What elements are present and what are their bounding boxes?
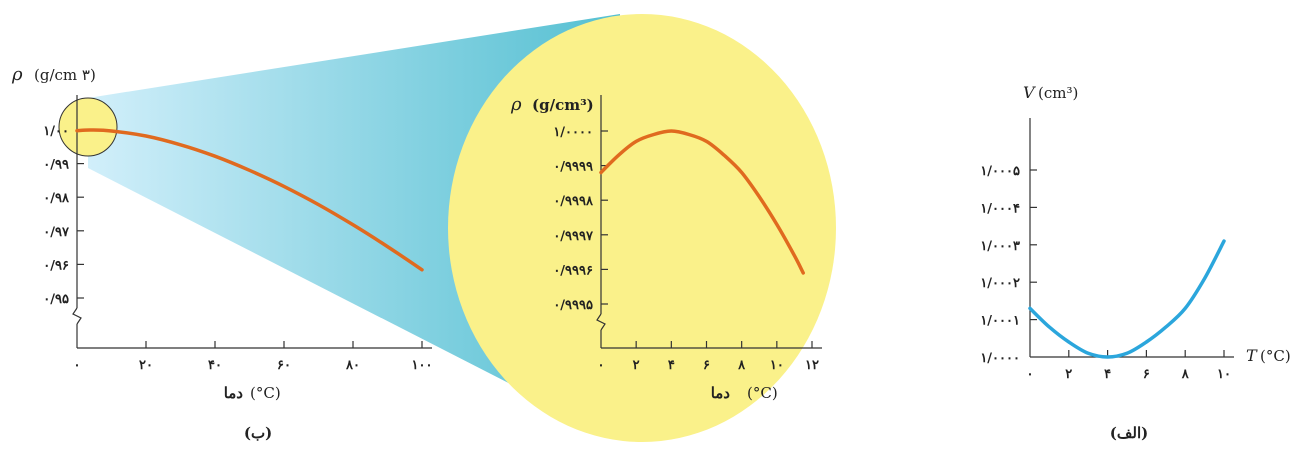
zoom-series-line xyxy=(599,129,805,275)
zoom-x-tick-label: ۶ xyxy=(703,358,710,373)
volume-axes xyxy=(1029,118,1234,358)
volume-y-tick-label: ۱/۰۰۰۱ xyxy=(980,314,1020,329)
density-x-tick-label: ۲۰ xyxy=(139,358,153,373)
density-y-tick-label: ۰/۹۷ xyxy=(43,225,70,240)
volume-xlabel-symbol: T xyxy=(1246,346,1258,365)
density-x-tick-label: ۶۰ xyxy=(277,358,291,373)
density-chart: ۰ ۲۰ ۴۰ ۶۰ ۸۰ ۱۰۰ ۰/۹۵ ۰/۹۶ ۰/۹۷ ۰/۹۸ ۰/۹۹ ۱/۰۰ ρ (… xyxy=(11,64,432,442)
density-x-tick-label: ۸۰ xyxy=(345,358,360,373)
density-xlabel: دما xyxy=(224,384,244,402)
volume-ticks: ۰ ۲ ۴ ۶ ۸ ۱۰ ۱/۰۰۰۰ ۱/۰۰۰۱ ۱/۰۰۰۲ ۱/۰۰۰۳ ۱/۰۰۰۴ ۱/۰… xyxy=(980,164,1231,382)
density-y-tick-label: ۰/۹۹ xyxy=(43,158,69,173)
density-ylabel-unit: (g/cm ۳) xyxy=(34,66,96,84)
density-y-tick-label: ۰/۹۵ xyxy=(43,292,69,307)
zoom-circle xyxy=(448,14,836,442)
volume-x-tick-label: ۱۰ xyxy=(1217,367,1231,382)
density-axis-break xyxy=(72,307,82,325)
density-ticks: ۰ ۲۰ ۴۰ ۶۰ ۸۰ ۱۰۰ ۰/۹۵ ۰/۹۶ ۰/۹۷ ۰/۹۸ ۰/۹۹ ۱/۰۰ xyxy=(43,124,432,373)
zoom-y-tick-label: ۰/۹۹۹۸ xyxy=(553,194,594,209)
volume-y-tick-label: ۱/۰۰۰۲ xyxy=(980,276,1020,291)
volume-x-tick-label: ۶ xyxy=(1143,367,1150,382)
volume-chart: ۰ ۲ ۴ ۶ ۸ ۱۰ ۱/۰۰۰۰ ۱/۰۰۰۱ ۱/۰۰۰۲ ۱/۰۰۰۳ ۱/۰۰۰۴ ۱/۰… xyxy=(980,83,1290,442)
zoom-ylabel-unit: (g/cm³) xyxy=(532,96,594,114)
zoom-y-tick-label: ۰/۹۹۹۶ xyxy=(553,263,593,278)
zoom-x-tick-label: ۰ xyxy=(598,358,605,373)
volume-x-tick-label: ۴ xyxy=(1104,367,1111,382)
density-y-tick-label: ۰/۹۸ xyxy=(43,191,70,206)
volume-y-tick-label: ۱/۰۰۰۳ xyxy=(980,239,1020,254)
zoom-x-tick-label: ۴ xyxy=(668,358,675,373)
volume-ylabel-symbol: V xyxy=(1023,83,1036,102)
panel-a-label: (الف) xyxy=(1110,424,1148,442)
density-x-tick-label: ۴۰ xyxy=(208,358,222,373)
volume-ylabel-unit: (cm³) xyxy=(1038,84,1078,102)
panel-b-label: (ب) xyxy=(244,424,272,442)
zoom-ticks: ۰ ۲ ۴ ۶ ۸ ۱۰ ۱۲ ۰/۹۹۹۵ ۰/۹۹۹۶ ۰/۹۹۹۷ ۰/۹۹۹۸ ۰/۹۹۹۹ ۱… xyxy=(553,125,819,373)
zoom-x-tick-label: ۲ xyxy=(633,358,640,373)
zoom-axis-break xyxy=(596,313,606,331)
density-xlabel-unit: (°C) xyxy=(250,384,281,402)
volume-y-tick-label: ۱/۰۰۰۵ xyxy=(980,164,1020,179)
zoom-y-tick-label: ۰/۹۹۹۵ xyxy=(553,298,593,313)
density-y-tick-label: ۱/۰۰ xyxy=(43,124,69,139)
volume-xlabel-unit: (°C) xyxy=(1260,347,1291,365)
density-x-tick-label: ۱۰۰ xyxy=(412,358,433,373)
density-x-tick-label: ۰ xyxy=(74,358,81,373)
density-zoom-chart: ۰ ۲ ۴ ۶ ۸ ۱۰ ۱۲ ۰/۹۹۹۵ ۰/۹۹۹۶ ۰/۹۹۹۷ ۰/۹۹۹۸ ۰/۹۹۹۹ ۱… xyxy=(510,94,822,402)
small-zoom-circle xyxy=(58,97,118,157)
zoom-y-tick-label: ۰/۹۹۹۹ xyxy=(553,160,593,175)
zoom-y-tick-label: ۱/۰۰۰۰ xyxy=(553,125,593,140)
zoom-x-tick-label: ۱۲ xyxy=(805,358,819,373)
zoom-xlabel: دما xyxy=(711,384,731,402)
volume-x-tick-label: ۰ xyxy=(1027,367,1034,382)
zoom-xlabel-unit: (°C) xyxy=(747,384,778,402)
volume-x-tick-label: ۸ xyxy=(1181,367,1190,382)
zoom-ylabel-symbol: ρ xyxy=(510,94,522,115)
density-y-tick-label: ۰/۹۶ xyxy=(43,258,69,273)
volume-series-line xyxy=(1028,239,1226,359)
density-series-line xyxy=(75,128,424,272)
zoom-x-tick-label: ۱۰ xyxy=(770,358,784,373)
zoom-y-tick-label: ۰/۹۹۹۷ xyxy=(553,229,594,244)
volume-y-tick-label: ۱/۰۰۰۰ xyxy=(980,351,1020,366)
zoom-x-tick-label: ۸ xyxy=(737,358,746,373)
density-ylabel-symbol: ρ xyxy=(11,64,23,85)
volume-y-tick-label: ۱/۰۰۰۴ xyxy=(980,201,1020,216)
volume-x-tick-label: ۲ xyxy=(1065,367,1072,382)
